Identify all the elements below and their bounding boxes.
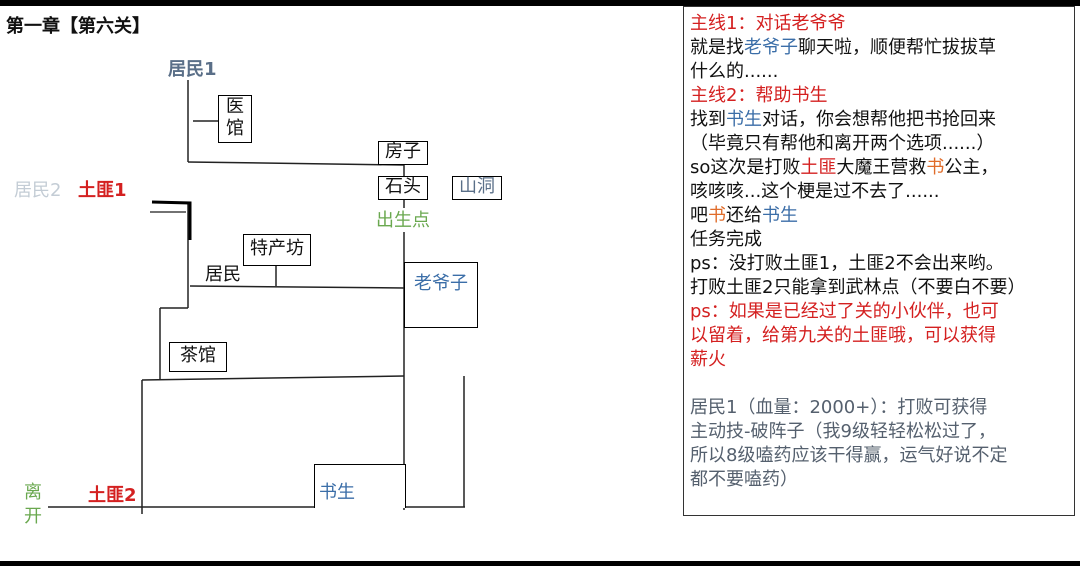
quest2-title: 主线2：帮助书生: [690, 85, 828, 106]
bottom-border: [0, 561, 1080, 566]
path-line: [187, 161, 405, 166]
resident1-note-2: 主动技-破阵子（我9级轻轻松松过了，: [690, 421, 996, 442]
thick-line: [151, 200, 192, 240]
scholar-ref: 书生: [762, 205, 798, 226]
text: 对话，你会想帮他把书抢回来: [762, 109, 996, 130]
ps2-line2: 以留着，给第九关的土匪哦，可以获得: [690, 325, 996, 346]
clinic-label-2: 馆: [226, 118, 244, 139]
resident1-label: 居民1: [168, 59, 217, 80]
clinic-box: 医 馆: [218, 95, 252, 143]
return-line: 吧书还给书生: [690, 204, 1068, 228]
resident1-note-4: 都不要嗑药）: [690, 469, 798, 490]
quest1-title: 主线1：对话老爷爷: [690, 13, 846, 34]
text: 聊天啦，顺便帮忙拔拔草: [798, 37, 996, 58]
so-line: so这次是打败土匪大魔王营救书公主，: [690, 156, 1068, 180]
resident1-note-3: 所以8级嗑药应该干得赢，运气好说不定: [690, 445, 1008, 466]
resident2-label: 居民2: [14, 180, 62, 201]
house-box: 房子: [378, 141, 428, 165]
quest1-line1: 就是找老爷子聊天啦，顺便帮忙拔拔草: [690, 36, 1068, 60]
leave-label-2: 开: [24, 506, 42, 527]
text: 找到: [690, 109, 726, 130]
top-border: [0, 0, 1080, 6]
scholar-ref: 书生: [726, 109, 762, 130]
clinic-label-1: 医: [226, 96, 244, 117]
birth-point-label: 出生点: [376, 210, 430, 231]
leave-label: 离 开: [24, 481, 42, 529]
resident1-note-1: 居民1（血量：2000+）：打败可获得: [690, 397, 988, 418]
ps2-line: ps：如果是已经过了关的小伙伴，也可: [690, 301, 999, 322]
quest2-line2: （毕竟只有帮他和离开两个选项......）: [690, 133, 995, 154]
cave-box: 山洞: [452, 176, 502, 200]
bandit-ref: 土匪: [800, 157, 837, 178]
ps1-line: ps：没打败土匪1，土匪2不会出来哟。: [690, 253, 1004, 274]
grandpa-box: 老爷子: [404, 262, 478, 328]
text: 吧: [690, 205, 708, 226]
text: 还给: [726, 205, 762, 226]
ps2-line3: 薪火: [690, 349, 726, 370]
resident-label: 居民: [205, 264, 241, 285]
bandit1-label: 土匪1: [78, 180, 127, 201]
grandpa-ref: 老爷子: [744, 37, 798, 58]
text: so这次是打败: [690, 157, 801, 178]
leave-label-1: 离: [24, 482, 42, 503]
ps1-line2: 打败土匪2只能拿到武林点（不要白不要）: [690, 277, 1026, 298]
cough-line: 咳咳咳...这个梗是过不去了......: [690, 181, 940, 202]
book-ref: 书: [926, 157, 945, 178]
scholar-box: 书生: [314, 464, 406, 508]
text: 公主，: [944, 157, 999, 178]
quest-notes-panel: 主线1：对话老爷爷 就是找老爷子聊天啦，顺便帮忙拔拔草 什么的...... 主线…: [683, 6, 1075, 516]
page-title: 第一章【第六关】: [6, 16, 150, 37]
bandit2-label: 土匪2: [88, 485, 137, 506]
quest2-line1: 找到书生对话，你会想帮他把书抢回来: [690, 108, 1068, 132]
done-line: 任务完成: [690, 229, 762, 250]
specialty-shop-box: 特产坊: [243, 234, 311, 266]
text: 就是找: [690, 37, 744, 58]
book-ref: 书: [708, 205, 726, 226]
path-line: [189, 285, 405, 289]
quest1-line2: 什么的......: [690, 61, 779, 82]
spacer: [690, 372, 1068, 396]
teahouse-box: 茶馆: [169, 342, 227, 372]
path-line: [141, 375, 405, 381]
map-lines: [48, 80, 465, 514]
text: 大魔王营救: [836, 157, 927, 178]
stone-box: 石头: [378, 176, 428, 200]
